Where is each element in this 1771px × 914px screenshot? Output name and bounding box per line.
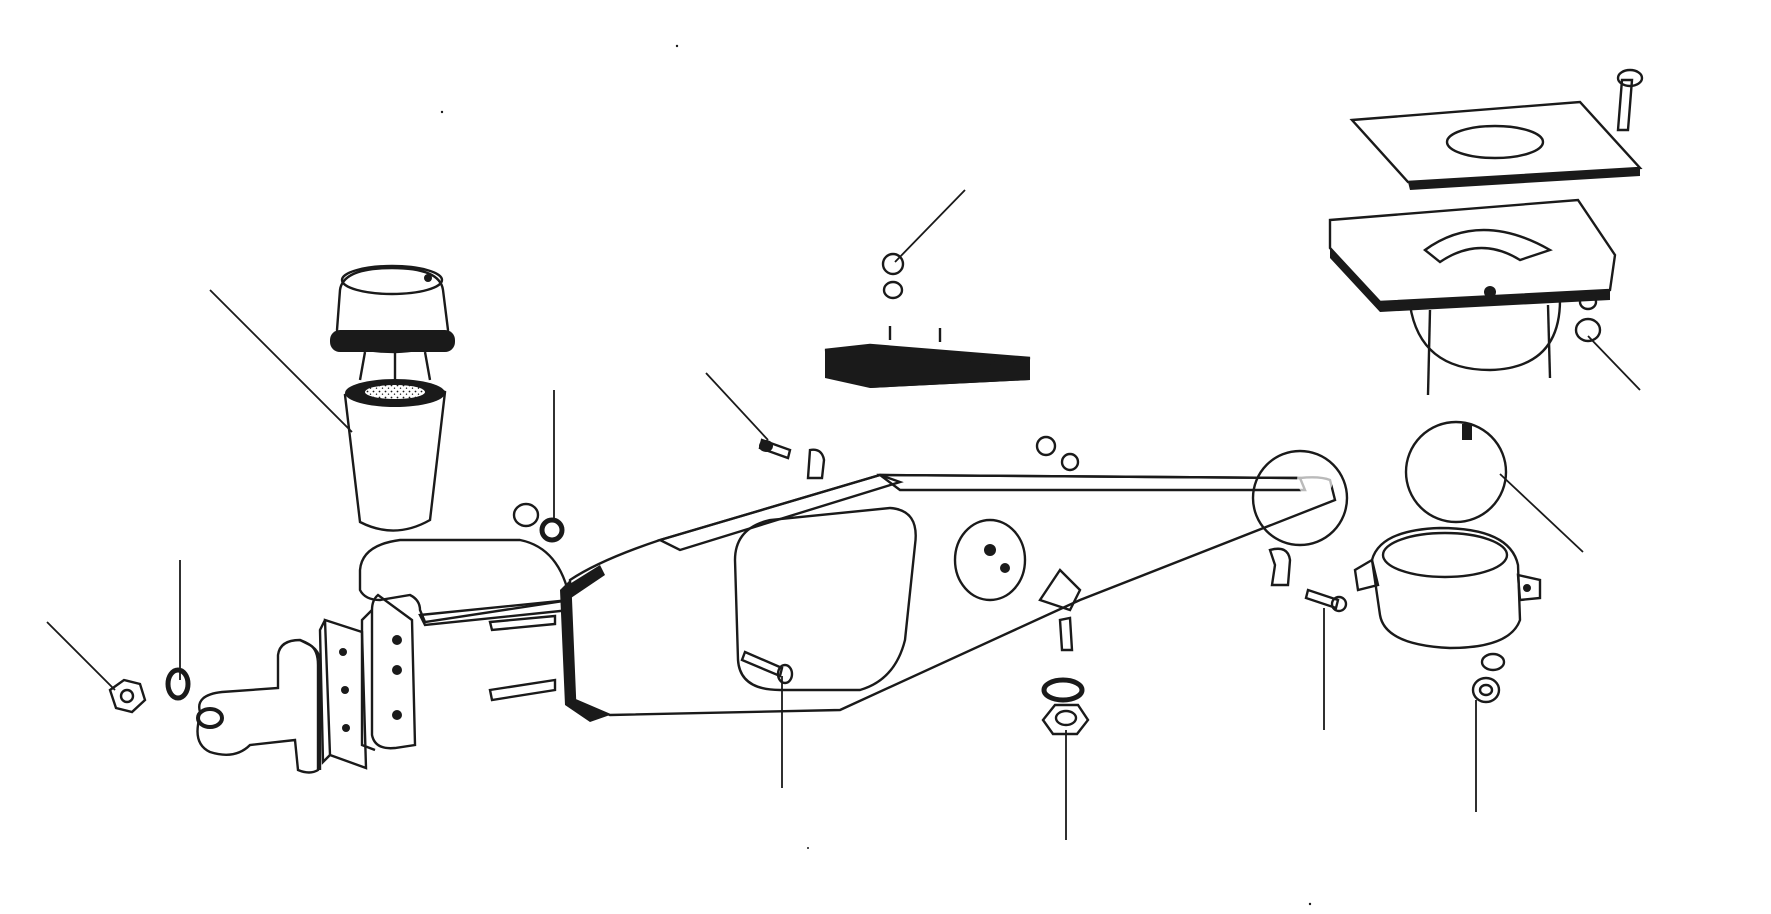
lock-tab-left bbox=[806, 448, 826, 480]
bolt-right bbox=[1304, 588, 1348, 613]
mount-washer bbox=[882, 280, 904, 300]
spring-washer-left bbox=[539, 517, 565, 543]
washer-right bbox=[1480, 652, 1506, 672]
housing-nut bbox=[1574, 293, 1602, 343]
small-nut-left bbox=[512, 502, 540, 528]
conical-bump-rubber bbox=[343, 379, 447, 532]
lower-ball-housing bbox=[1353, 526, 1542, 650]
upper-ball-housing bbox=[1328, 198, 1617, 396]
lock-tab-right bbox=[1268, 547, 1292, 587]
scan-specks bbox=[440, 44, 1312, 906]
ball-joint-sphere bbox=[1404, 420, 1508, 524]
bolt-upper-left bbox=[758, 438, 792, 460]
top-cover-plate bbox=[1349, 100, 1643, 190]
mount-nut bbox=[881, 252, 905, 276]
arm-upper-small-nuts bbox=[1035, 435, 1080, 472]
nut-right bbox=[1471, 676, 1501, 704]
nut-left bbox=[108, 678, 147, 714]
trailing-arm bbox=[488, 449, 1349, 722]
washer-left bbox=[165, 667, 191, 701]
arm-nut bbox=[1041, 703, 1090, 736]
arm-bolt bbox=[740, 650, 794, 685]
bracket-plate bbox=[358, 538, 572, 752]
spacer-plate bbox=[318, 618, 368, 770]
rubber-buffer-cap bbox=[330, 264, 455, 381]
leader-lines bbox=[46, 189, 1641, 840]
housing-bolt bbox=[1616, 68, 1644, 132]
mounting-stud bbox=[488, 614, 557, 632]
rubber-mount-block bbox=[824, 326, 1031, 388]
arm-washer bbox=[1041, 677, 1085, 703]
pivot-bracket bbox=[196, 638, 322, 774]
